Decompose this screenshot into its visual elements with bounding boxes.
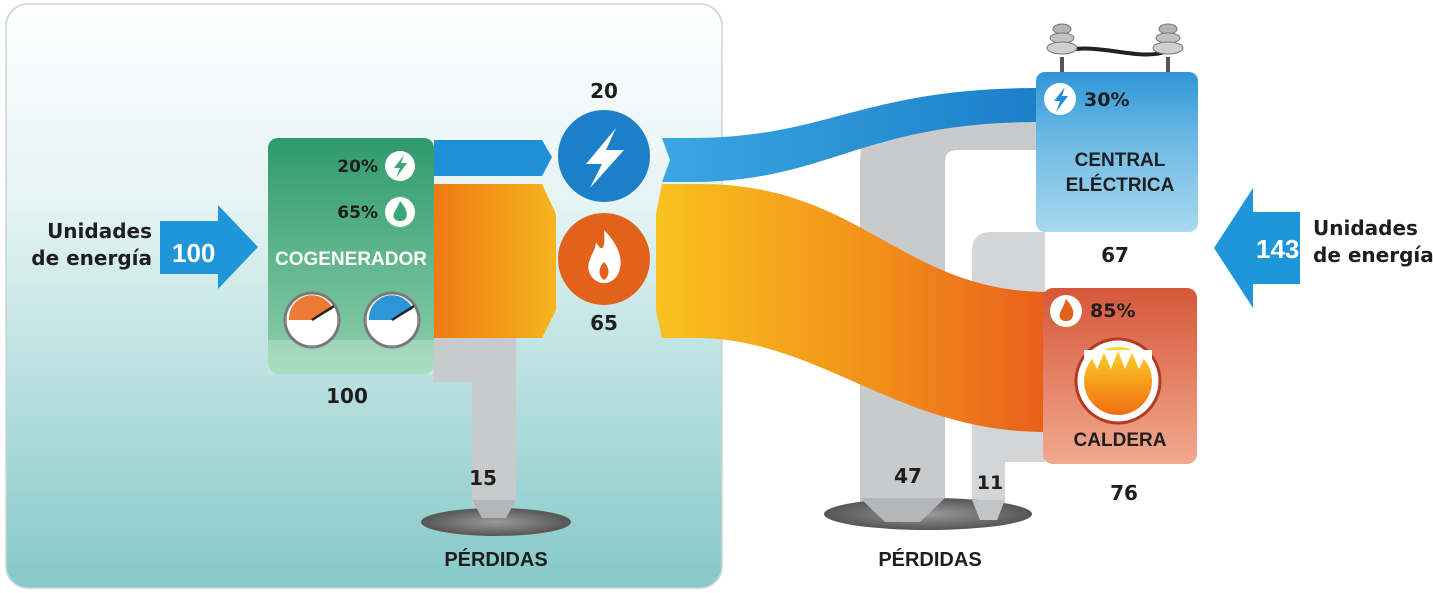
left-input-arrow bbox=[160, 205, 258, 289]
blue-gauge-icon bbox=[363, 291, 421, 349]
left-loss-disc bbox=[421, 508, 571, 536]
right-loss-arrowhead-2 bbox=[972, 500, 1005, 520]
lightning-icon-plant bbox=[1054, 87, 1068, 112]
power-line-icon bbox=[1046, 23, 1184, 73]
boiler-loss-value: 11 bbox=[977, 472, 1003, 494]
power-plant-title-1: CENTRAL bbox=[1075, 150, 1166, 171]
cogen-electric-flow bbox=[434, 140, 552, 176]
flame-icon bbox=[393, 201, 407, 221]
power-plant-title-2: ELÉCTRICA bbox=[1066, 174, 1175, 196]
heat-ribbon bbox=[656, 184, 1045, 432]
right-input-arrow bbox=[1214, 188, 1300, 308]
plant-loss-pipe bbox=[860, 122, 1040, 505]
left-input-label-2: de energía bbox=[31, 246, 152, 270]
left-loss-value: 15 bbox=[469, 466, 497, 490]
electric-output-value: 20 bbox=[590, 79, 618, 103]
right-input-label-1: Unidades bbox=[1313, 216, 1418, 240]
cogenerator-base bbox=[268, 340, 434, 374]
left-loss-label: PÉRDIDAS bbox=[444, 548, 547, 571]
left-input-value: 100 bbox=[172, 238, 215, 268]
orange-gauge-icon bbox=[283, 291, 341, 349]
cogenerator-total: 100 bbox=[326, 384, 368, 408]
lightning-icon bbox=[394, 155, 407, 178]
right-loss-arrowhead-1 bbox=[860, 498, 945, 522]
left-input-label-1: Unidades bbox=[47, 219, 152, 243]
power-plant-total: 67 bbox=[1101, 243, 1129, 267]
right-input-label-2: de energía bbox=[1313, 243, 1433, 267]
flame-icon-large bbox=[588, 230, 621, 283]
lightning-icon-large bbox=[586, 128, 624, 188]
electric-ribbon bbox=[662, 88, 1040, 182]
boiler-pct: 85% bbox=[1090, 300, 1135, 322]
boiler-title: CALDERA bbox=[1074, 430, 1167, 451]
cogenerator-electric-pct: 20% bbox=[337, 157, 378, 177]
flame-icon-boiler bbox=[1059, 299, 1074, 321]
left-loss-arrowhead bbox=[472, 500, 516, 518]
left-loss-pipe bbox=[433, 338, 516, 515]
cogen-heat-flow bbox=[434, 184, 556, 338]
cogenerator-heat-pct: 65% bbox=[337, 203, 378, 223]
power-plant-pct: 30% bbox=[1084, 89, 1129, 111]
cogenerator-title: COGENERADOR bbox=[275, 249, 427, 270]
heat-output-value: 65 bbox=[590, 311, 618, 335]
right-loss-label: PÉRDIDAS bbox=[878, 548, 981, 571]
right-input-value: 143 bbox=[1256, 234, 1299, 264]
boiler-burner-icon bbox=[1074, 337, 1162, 425]
power-plant-box bbox=[1036, 72, 1198, 232]
plant-loss-value: 47 bbox=[894, 464, 922, 488]
boiler-total: 76 bbox=[1110, 481, 1138, 505]
